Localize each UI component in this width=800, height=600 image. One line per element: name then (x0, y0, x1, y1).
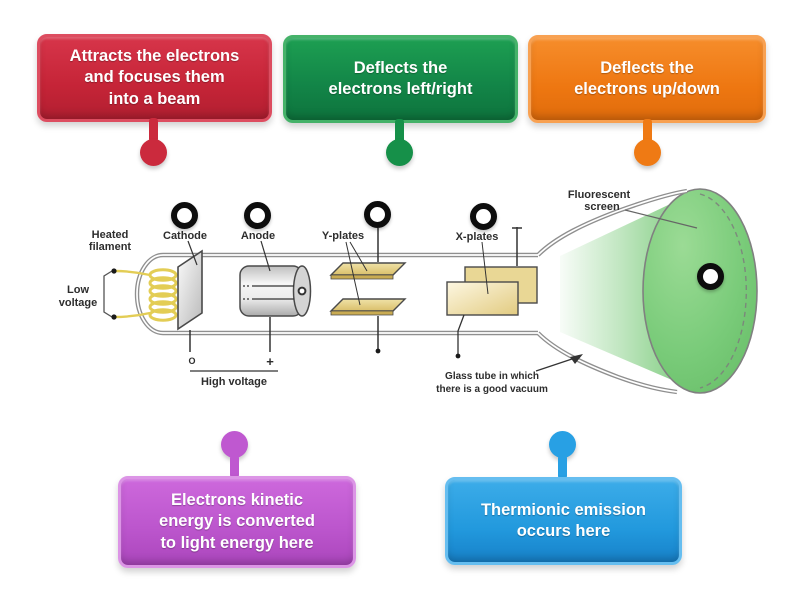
answer-card-label: Thermionic emission occurs here (480, 500, 647, 540)
pin-stem (230, 455, 239, 478)
answer-card-deflects-left-right[interactable]: Deflects the electrons left/right (283, 35, 518, 123)
label-high-voltage: High voltage (201, 376, 267, 388)
label-fluorescent-screen-line2: screen (584, 201, 620, 213)
answer-card-label: Attracts the electrons and focuses them … (69, 46, 240, 108)
label-x-plates: X-plates (456, 231, 499, 243)
y-plates (329, 228, 407, 354)
answer-card-kinetic-to-light[interactable]: Electrons kinetic energy is converted to… (118, 476, 356, 568)
label-glass-tube-line2: there is a good vacuum (436, 384, 548, 395)
pin-head (634, 139, 661, 166)
label-cathode: Cathode (163, 230, 207, 242)
label-heated-filament-line1: Heated (92, 229, 129, 241)
anode-cylinder (239, 240, 312, 352)
label-heated-filament-line2: filament (89, 241, 132, 253)
drop-target-x-plates[interactable] (470, 203, 497, 230)
drop-target-cathode[interactable] (171, 202, 198, 229)
label-low-voltage-line1: Low (67, 284, 89, 296)
fluorescent-screen (560, 188, 758, 394)
answer-card-label: Deflects the electrons up/down (574, 58, 720, 98)
label-low-voltage-line2: voltage (59, 297, 98, 309)
answer-card-label: Deflects the electrons left/right (328, 58, 473, 98)
pin-head (140, 139, 167, 166)
drop-target-screen[interactable] (697, 263, 724, 290)
pointer-lines (190, 209, 698, 372)
pin-stem (149, 118, 158, 142)
pin-head (221, 431, 248, 458)
pin-stem (558, 455, 567, 479)
drop-target-y-plates[interactable] (364, 201, 391, 228)
answer-card-attracts-electrons[interactable]: Attracts the electrons and focuses them … (37, 34, 272, 122)
pin-head (386, 139, 413, 166)
label-positive-terminal: + (266, 354, 274, 369)
label-y-plates: Y-plates (322, 230, 364, 242)
glass-tube-outline (134, 188, 688, 395)
pin-head (549, 431, 576, 458)
answer-card-thermionic-emission[interactable]: Thermionic emission occurs here (445, 477, 682, 565)
label-anode: Anode (241, 230, 275, 242)
pin-stem (643, 119, 652, 143)
label-glass-tube-line1: Glass tube in which (445, 371, 539, 382)
label-fluorescent-screen-line1: Fluorescent (568, 189, 631, 201)
x-plates (446, 227, 538, 359)
filament-coil (103, 268, 178, 322)
answer-card-label: Electrons kinetic energy is converted to… (159, 490, 315, 552)
cathode-plate (177, 240, 203, 352)
label-negative-terminal: O (188, 356, 195, 366)
pin-stem (395, 119, 404, 143)
drop-target-anode[interactable] (244, 202, 271, 229)
answer-card-deflects-up-down[interactable]: Deflects the electrons up/down (528, 35, 766, 123)
